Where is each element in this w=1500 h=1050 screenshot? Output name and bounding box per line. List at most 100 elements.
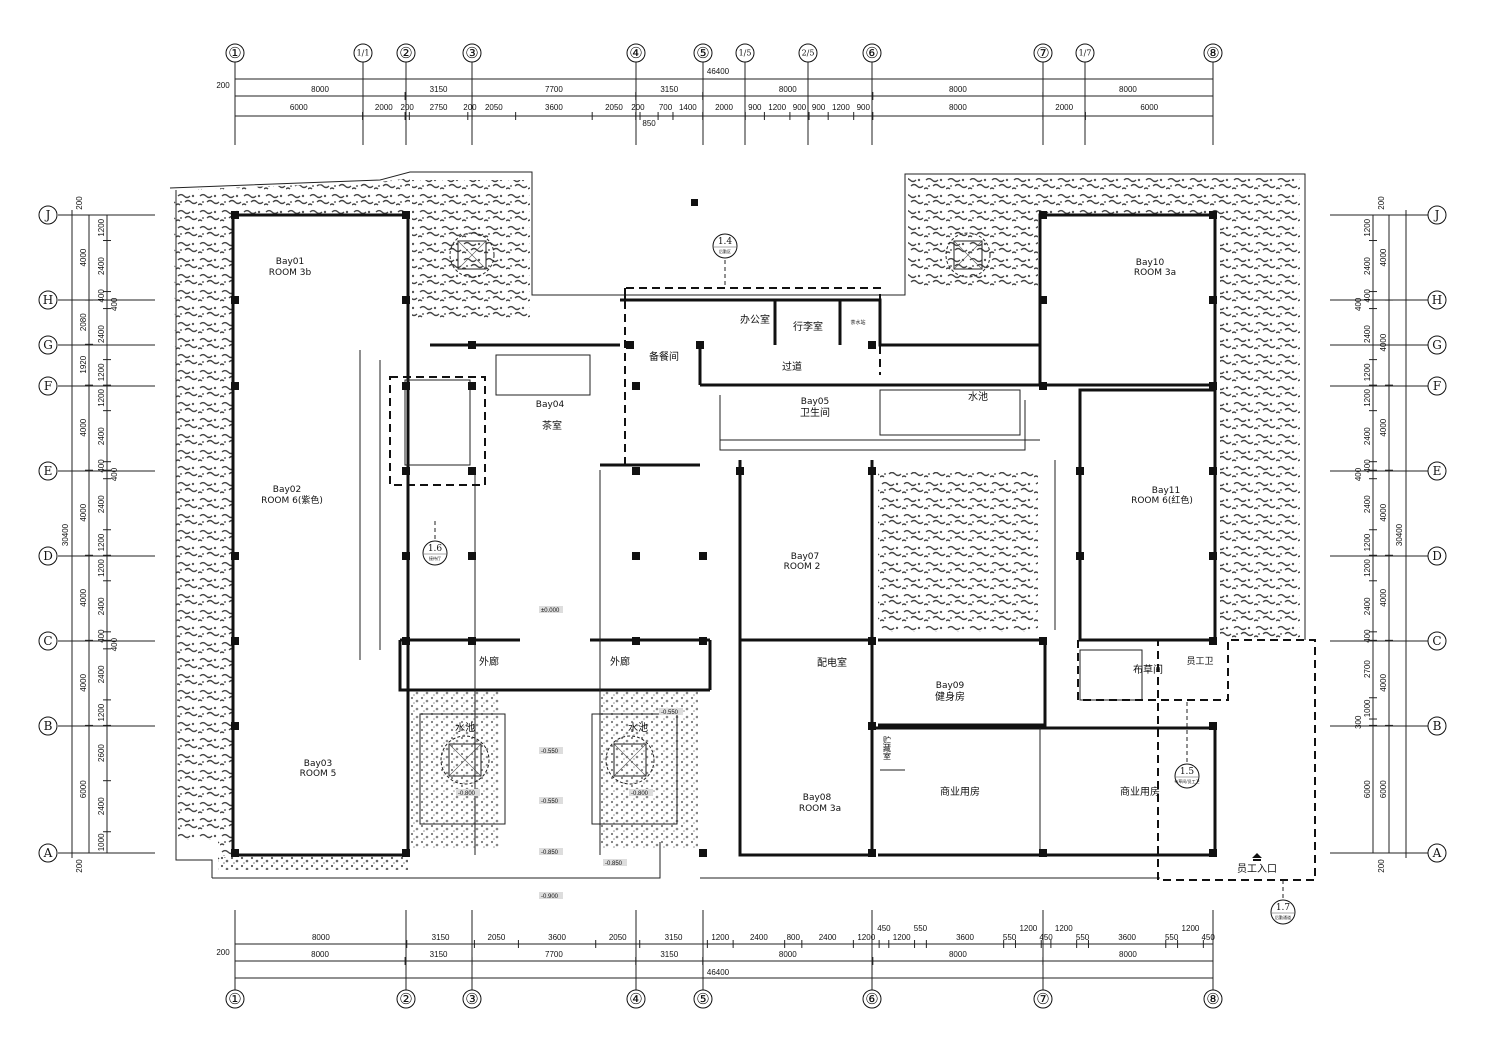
- room-labels: Bay01 ROOM 3b Bay02 ROOM 6(紫色) Bay03 ROO…: [261, 257, 1277, 875]
- axis-bubble: [1427, 546, 1447, 566]
- column: [402, 296, 410, 304]
- axis-label-row: G: [1432, 338, 1442, 352]
- column: [468, 341, 476, 349]
- east-walls: [872, 638, 1217, 857]
- room-electrical: 配电室: [817, 656, 847, 669]
- axis-label-col: ⑧: [1206, 44, 1219, 62]
- detail-zones: [389, 287, 1316, 881]
- elevation-box: [539, 797, 563, 804]
- axis-label-row: E: [44, 464, 53, 478]
- elevation-box: [629, 789, 653, 796]
- dimension-label: 2400: [819, 933, 837, 942]
- room-bay10-id: Bay10: [1136, 258, 1165, 268]
- dimension-label: 2050: [488, 933, 506, 942]
- axis-label-row: C: [1432, 634, 1441, 648]
- elevation-box: [603, 859, 627, 866]
- dimension-label: 3150: [430, 85, 448, 94]
- dimension-label: 900: [857, 103, 871, 112]
- landscape: [174, 178, 1300, 870]
- axis-bubble: [38, 335, 58, 355]
- dimension-label: 8000: [1119, 950, 1137, 959]
- north-marker: [691, 199, 698, 206]
- axis-label-row: J: [44, 208, 51, 222]
- column: [632, 552, 640, 560]
- axis-label-col: ③: [465, 990, 478, 1008]
- dimension-label: 200: [75, 196, 84, 210]
- axis-bubble: [38, 546, 58, 566]
- dimension-label: 7700: [545, 85, 563, 94]
- dimension-label: 2050: [609, 933, 627, 942]
- axis-label-col: ⑥: [865, 44, 878, 62]
- dimension-label: 200: [216, 81, 230, 90]
- column: [1039, 382, 1047, 390]
- dimension-label: 550: [914, 924, 928, 933]
- column: [632, 637, 640, 645]
- dimension-label: 2700: [1363, 660, 1372, 678]
- axis-label-row: A: [43, 846, 53, 860]
- dimension-label: 6000: [290, 103, 308, 112]
- room-bay02-id: Bay02: [273, 485, 301, 495]
- room-bay09-id: Bay09: [936, 681, 965, 691]
- feature-tree-icon: [449, 232, 495, 278]
- dimension-label: 550: [1003, 933, 1017, 942]
- axis-label-row: B: [1433, 719, 1442, 733]
- column: [1209, 296, 1217, 304]
- axis-bubble: [38, 290, 58, 310]
- dimension-label: 1200: [97, 703, 106, 721]
- dimension-label: 550: [1076, 933, 1090, 942]
- room-pool-left: 水池: [455, 721, 475, 734]
- axis-label-col: ①: [228, 990, 241, 1008]
- dimension-label: 1200: [97, 559, 106, 577]
- dimension-label: 1200: [1363, 218, 1372, 236]
- dimension-label: 4000: [79, 248, 88, 266]
- axis-bubble: [396, 43, 416, 63]
- axis-bubble: [1427, 461, 1447, 481]
- dimension-label: 1200: [1182, 924, 1200, 933]
- column: [1209, 552, 1217, 560]
- column: [868, 722, 876, 730]
- room-outer-corridor-right: 外廊: [610, 655, 630, 668]
- room-pantry: 备餐间: [649, 350, 679, 363]
- dimension-label: 8000: [311, 85, 329, 94]
- axis-bubble: [462, 43, 482, 63]
- dimension-label: 1200: [97, 363, 106, 381]
- dimension-label: 2400: [1363, 597, 1372, 615]
- axis-label-col: ⑥: [865, 990, 878, 1008]
- column: [699, 849, 707, 857]
- axis-label-col: ⑤: [696, 990, 709, 1008]
- column: [402, 211, 410, 219]
- room-commercial-2: 商业用房: [1120, 785, 1160, 798]
- column: [736, 467, 744, 475]
- dimension-label: 8000: [1119, 85, 1137, 94]
- column: [632, 382, 640, 390]
- dimension-label: 400: [97, 629, 106, 643]
- axis-bubble: [626, 989, 646, 1009]
- column: [626, 341, 634, 349]
- column: [402, 382, 410, 390]
- dimension-label: 2080: [79, 313, 88, 331]
- axis-label-col: 1/1: [357, 49, 370, 58]
- column: [1209, 637, 1217, 645]
- axis-bubble: [225, 989, 245, 1009]
- column: [1209, 849, 1217, 857]
- elevation-label: -0.800: [458, 791, 476, 797]
- elevation-box: [539, 848, 563, 855]
- elevation-box: [539, 892, 563, 899]
- room-bay08-name: ROOM 3a: [799, 804, 841, 814]
- dimension-label: 8000: [779, 85, 797, 94]
- partition: [880, 728, 1041, 855]
- dimension-label-total: 46400: [707, 67, 730, 76]
- dimension-label: 8000: [949, 103, 967, 112]
- elevation-label: -0.900: [541, 894, 559, 900]
- tea-table: [495, 354, 591, 396]
- room-bay03-name: ROOM 5: [300, 769, 337, 779]
- planting-top-right: [908, 178, 1038, 288]
- dimension-label-total: 30400: [1395, 523, 1404, 546]
- column: [1209, 467, 1217, 475]
- axis-bubble: [1203, 43, 1223, 63]
- room-bay01-id: Bay01: [276, 257, 304, 267]
- dimension-label: 2400: [1363, 427, 1372, 445]
- axis-bubble: [862, 989, 882, 1009]
- dimension-label: 2050: [485, 103, 503, 112]
